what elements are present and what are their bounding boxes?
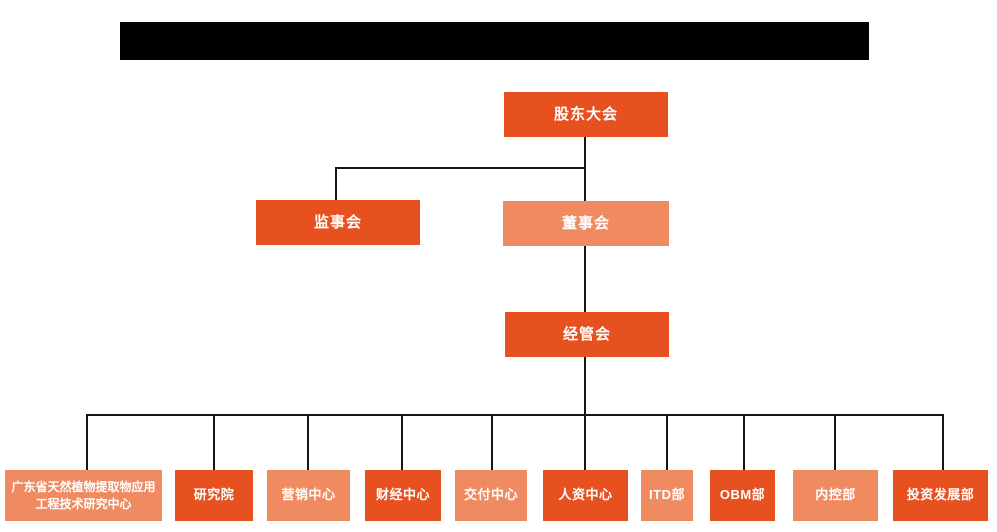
connector-department-bus [86,414,944,416]
org-node-dept-research-center: 广东省天然植物提取物应用工程技术研究中心 [5,470,162,521]
connector-drop-research-center [86,414,88,470]
org-node-dept-hr-center: 人资中心 [543,470,628,521]
connector-shareholders-to-board [584,137,586,202]
org-node-dept-marketing-center: 营销中心 [267,470,350,521]
connector-drop-marketing [307,414,309,470]
connector-branch-to-supervisory-h [335,167,586,169]
org-node-dept-delivery-center: 交付中心 [455,470,527,521]
connector-management-to-bus [584,357,586,415]
org-node-dept-research-institute: 研究院 [175,470,253,521]
org-node-shareholders-meeting: 股东大会 [504,92,668,137]
connector-drop-delivery [491,414,493,470]
org-node-management-committee: 经管会 [505,312,669,357]
org-node-supervisory-board: 监事会 [256,200,420,245]
connector-board-to-management [584,246,586,312]
org-node-dept-finance-center: 财经中心 [365,470,441,521]
connector-drop-internal-control [834,414,836,470]
connector-drop-finance [401,414,403,470]
org-node-dept-internal-control: 内控部 [793,470,878,521]
connector-branch-to-supervisory-v [335,167,337,200]
org-node-board-of-directors: 董事会 [503,201,669,246]
connector-drop-research-institute [213,414,215,470]
org-node-dept-obm: OBM部 [710,470,775,521]
connector-drop-investment [942,414,944,470]
org-node-dept-itd: ITD部 [641,470,693,521]
redacted-title-bar [120,22,869,60]
connector-drop-hr [584,414,586,470]
connector-drop-itd [666,414,668,470]
connector-drop-obm [743,414,745,470]
org-node-dept-investment-development: 投资发展部 [893,470,988,521]
